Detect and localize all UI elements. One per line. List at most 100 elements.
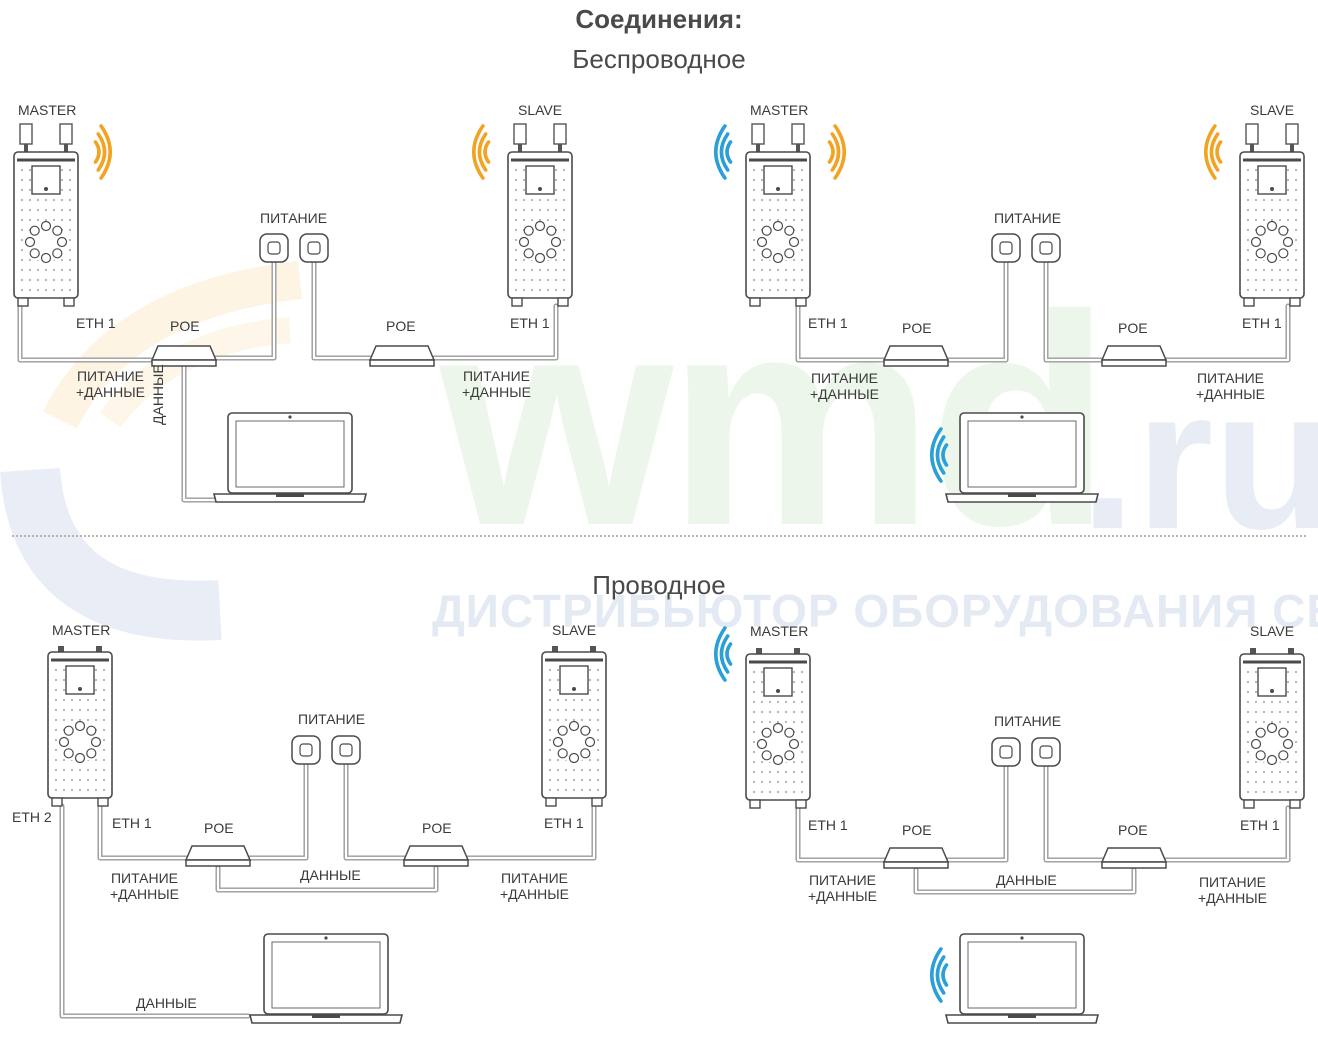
vent-dot <box>28 178 32 182</box>
wave-arc <box>930 947 943 1003</box>
vent-dot <box>52 278 56 282</box>
vent-dot <box>800 288 804 292</box>
vent-dot <box>1254 188 1258 192</box>
led <box>523 248 534 259</box>
vent-dot <box>1262 268 1266 272</box>
eth1-label-slave: ETH 1 <box>1240 817 1280 833</box>
vent-dot <box>546 218 550 222</box>
vent-dot <box>28 258 32 262</box>
vent-dot <box>760 760 764 764</box>
vent-dot <box>792 188 796 192</box>
vent-dot <box>530 218 534 222</box>
vent-dot <box>546 198 550 202</box>
vent-dot <box>20 188 24 192</box>
vent-dot <box>562 268 566 272</box>
eth-port <box>795 297 807 307</box>
vent-dot <box>548 738 552 742</box>
vent-dot <box>800 188 804 192</box>
led <box>29 248 40 259</box>
vent-dot <box>70 708 74 712</box>
wifi-waves-laptop <box>930 427 949 483</box>
poe-base <box>185 859 251 867</box>
vent-dot <box>752 720 756 724</box>
vent-dot <box>522 258 526 262</box>
vent-dot <box>776 218 780 222</box>
vent-dot <box>54 718 58 722</box>
vent-dot <box>530 208 534 212</box>
vent-dot <box>20 248 24 252</box>
vent-dot <box>28 288 32 292</box>
wifi-waves-slave <box>472 124 491 180</box>
vent-dot <box>1278 700 1282 704</box>
vent-dot <box>538 278 542 282</box>
cable-master-eth-poe-core <box>796 304 886 362</box>
vent-dot <box>70 778 74 782</box>
vent-dot <box>20 238 24 242</box>
vent-dot <box>54 668 58 672</box>
cable-poe-outlet-l-core <box>946 248 1008 362</box>
vent-dot <box>1286 278 1290 282</box>
vent-dot <box>596 708 600 712</box>
vent-dot <box>768 790 772 794</box>
vent-dot <box>800 218 804 222</box>
vent-dot <box>60 178 64 182</box>
vent-dot <box>776 268 780 272</box>
laptop-notch <box>276 494 304 497</box>
vent-dot <box>752 228 756 232</box>
vent-dot <box>752 780 756 784</box>
vent-dot <box>1294 720 1298 724</box>
vent-dot <box>800 278 804 282</box>
vent-dot <box>784 278 788 282</box>
vent-dot <box>68 278 72 282</box>
vent-dot <box>1246 288 1250 292</box>
laptop-camera <box>324 936 328 940</box>
vent-dot <box>1254 268 1258 272</box>
laptop-notch <box>1008 494 1036 497</box>
vent-dot <box>78 778 82 782</box>
outlet-socket <box>1039 241 1053 255</box>
vent-dot <box>102 768 106 772</box>
led <box>784 225 795 236</box>
vent-dot <box>52 218 56 222</box>
data-label-vertical: ДАННЫЕ <box>150 364 166 425</box>
vent-dot <box>752 700 756 704</box>
vent-dot <box>572 698 576 702</box>
cable-poe-laptop-core <box>182 364 222 502</box>
vent-dot <box>752 680 756 684</box>
antenna-base <box>24 144 28 152</box>
poe-injector-right <box>1100 345 1168 367</box>
vent-dot <box>596 698 600 702</box>
vent-dot <box>800 178 804 182</box>
led <box>788 738 800 750</box>
vent-dot <box>54 738 58 742</box>
wave-arc <box>1204 124 1217 180</box>
poe-label-right: POE <box>1118 320 1148 336</box>
master-label: MASTER <box>18 102 77 118</box>
vent-dot <box>572 778 576 782</box>
led <box>56 236 68 248</box>
vent-dot <box>1286 218 1290 222</box>
led <box>584 736 596 748</box>
eth-port <box>97 797 109 807</box>
vent-dot <box>1254 770 1258 774</box>
cable-outlet-poe-r-core <box>344 750 406 860</box>
vent-dot <box>44 208 48 212</box>
led <box>1250 236 1262 248</box>
led <box>784 727 795 738</box>
vent-dot <box>800 208 804 212</box>
power-data-label-line2: +ДАННЫЕ <box>1198 890 1267 906</box>
poe-top <box>882 847 950 863</box>
vent-dot <box>44 288 48 292</box>
cable-poe-slave-eth-core <box>1164 806 1290 862</box>
data-label-between-poe: ДАННЫЕ <box>996 872 1057 888</box>
vent-dot <box>1246 198 1250 202</box>
cable-master-eth2-laptop <box>59 803 251 1019</box>
poe-base <box>1101 359 1167 367</box>
vent-dot <box>1270 218 1274 222</box>
eth-port <box>51 797 63 807</box>
wave-arc <box>472 124 485 180</box>
eth1-label-master: ETH 1 <box>76 315 116 331</box>
power-data-label-right: ПИТАНИЕ+ДАННЫЕ <box>1196 370 1265 402</box>
vent-dot <box>1246 268 1250 272</box>
led <box>58 736 70 748</box>
